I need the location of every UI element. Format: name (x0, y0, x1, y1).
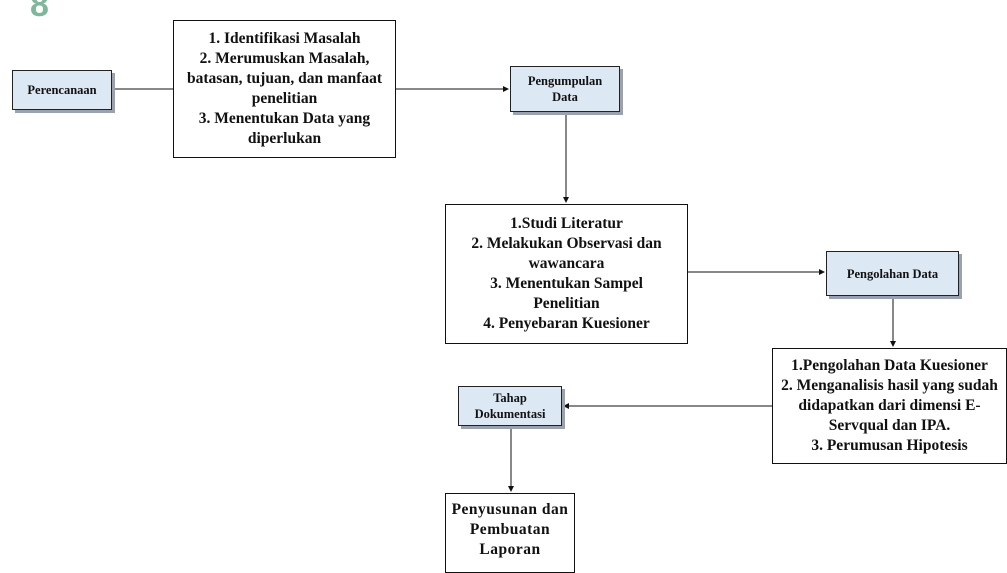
node-studi-line-6: 4. Penyebaran Kuesioner (483, 315, 650, 332)
node-studi-line-1: 1.Studi Literatur (510, 215, 623, 232)
node-identifikasi-line-6: diperlukan (247, 130, 322, 147)
node-laporan-line-1: Penyusunan dan (451, 501, 569, 518)
node-analisis: 1.Pengolahan Data Kuesioner 2. Menganali… (772, 348, 1007, 464)
node-laporan-line-2: Pembuatan (469, 521, 551, 538)
node-laporan-line-3: Laporan (479, 541, 541, 558)
node-pengumpulan: Pengumpulan Data (510, 66, 620, 112)
node-analisis-line-2: 2. Menganalisis hasil yang sudah (781, 377, 998, 394)
node-identifikasi-line-1: 1. Identifikasi Masalah (208, 30, 361, 47)
node-dokumentasi: Tahap Dokumentasi (458, 386, 562, 426)
node-dokumentasi-line-2: Dokumentasi (474, 407, 546, 421)
node-pengolahan: Pengolahan Data (826, 251, 959, 296)
node-dokumentasi-line-1: Tahap (493, 391, 527, 405)
node-identifikasi-line-4: penelitian (251, 90, 318, 107)
node-laporan: Penyusunan dan Pembuatan Laporan (445, 493, 575, 573)
node-pengolahan-label: Pengolahan Data (846, 266, 939, 281)
node-studi: 1.Studi Literatur 2. Melakukan Observasi… (445, 204, 688, 344)
node-perencanaan: Perencanaan (12, 70, 112, 110)
node-identifikasi: 1. Identifikasi Masalah 2. Merumuskan Ma… (173, 20, 396, 158)
node-perencanaan-label: Perencanaan (27, 83, 97, 97)
node-pengumpulan-line-2: Data (552, 90, 578, 104)
node-identifikasi-line-5: 3. Menentukan Data yang (198, 110, 371, 127)
node-pengumpulan-line-1: Pengumpulan (527, 74, 603, 88)
node-studi-line-5: Penelitian (533, 295, 600, 312)
node-studi-line-2: 2. Melakukan Observasi dan (471, 235, 662, 252)
node-analisis-line-3: didapatkan dari dimensi E- (798, 397, 981, 414)
node-studi-line-3: wawancara (528, 255, 605, 272)
node-analisis-line-1: 1.Pengolahan Data Kuesioner (791, 357, 988, 374)
node-identifikasi-line-2: 2. Merumuskan Masalah, (199, 50, 370, 67)
node-analisis-line-5: 3. Perumusan Hipotesis (811, 437, 968, 454)
node-analisis-line-4: Servqual dan IPA. (828, 417, 951, 434)
node-identifikasi-line-3: batasan, tujuan, dan manfaat (186, 70, 383, 87)
node-studi-line-4: 3. Menentukan Sampel (490, 275, 643, 292)
